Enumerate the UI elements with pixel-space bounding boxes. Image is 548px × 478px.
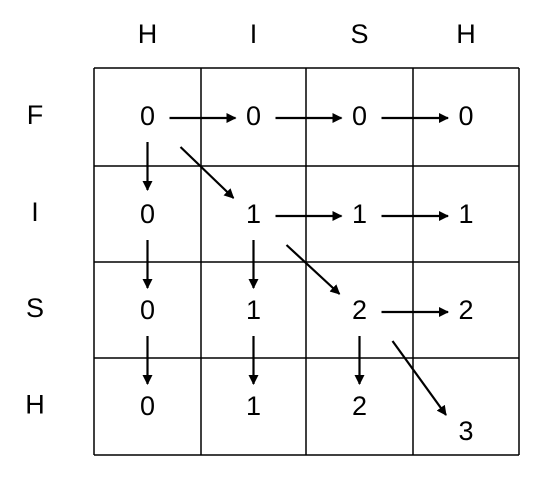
cell-value: 1 bbox=[458, 199, 473, 229]
cell-value: 3 bbox=[458, 416, 473, 446]
cell-value: 0 bbox=[458, 101, 473, 131]
cell-value: 1 bbox=[352, 199, 367, 229]
cell-value: 1 bbox=[246, 391, 261, 421]
column-header: S bbox=[350, 19, 368, 49]
column-header: H bbox=[138, 19, 158, 49]
cell-value: 0 bbox=[246, 101, 261, 131]
arrows bbox=[142, 113, 449, 416]
arrow-diagonal bbox=[179, 146, 235, 199]
cell-value: 0 bbox=[140, 199, 155, 229]
row-header: I bbox=[31, 197, 39, 227]
cell-values: 0 0 0 0 0 1 1 1 0 1 2 2 0 1 2 3 bbox=[140, 101, 474, 446]
column-header: I bbox=[250, 19, 258, 49]
arrow-diagonal bbox=[285, 244, 341, 295]
column-header: H bbox=[456, 19, 476, 49]
cell-value: 0 bbox=[140, 101, 155, 131]
cell-value: 1 bbox=[246, 295, 261, 325]
cell-value: 2 bbox=[352, 391, 367, 421]
row-header: H bbox=[25, 390, 45, 420]
cell-value: 0 bbox=[140, 391, 155, 421]
grid bbox=[93, 67, 520, 456]
cell-value: 1 bbox=[246, 199, 261, 229]
headers: H I S H F I S H bbox=[25, 19, 476, 420]
cell-value: 0 bbox=[352, 101, 367, 131]
row-header: F bbox=[27, 100, 44, 130]
arrow-diagonal bbox=[391, 340, 447, 416]
cell-value: 2 bbox=[458, 295, 473, 325]
cell-value: 0 bbox=[140, 295, 155, 325]
cell-value: 2 bbox=[352, 295, 367, 325]
row-header: S bbox=[26, 293, 44, 323]
